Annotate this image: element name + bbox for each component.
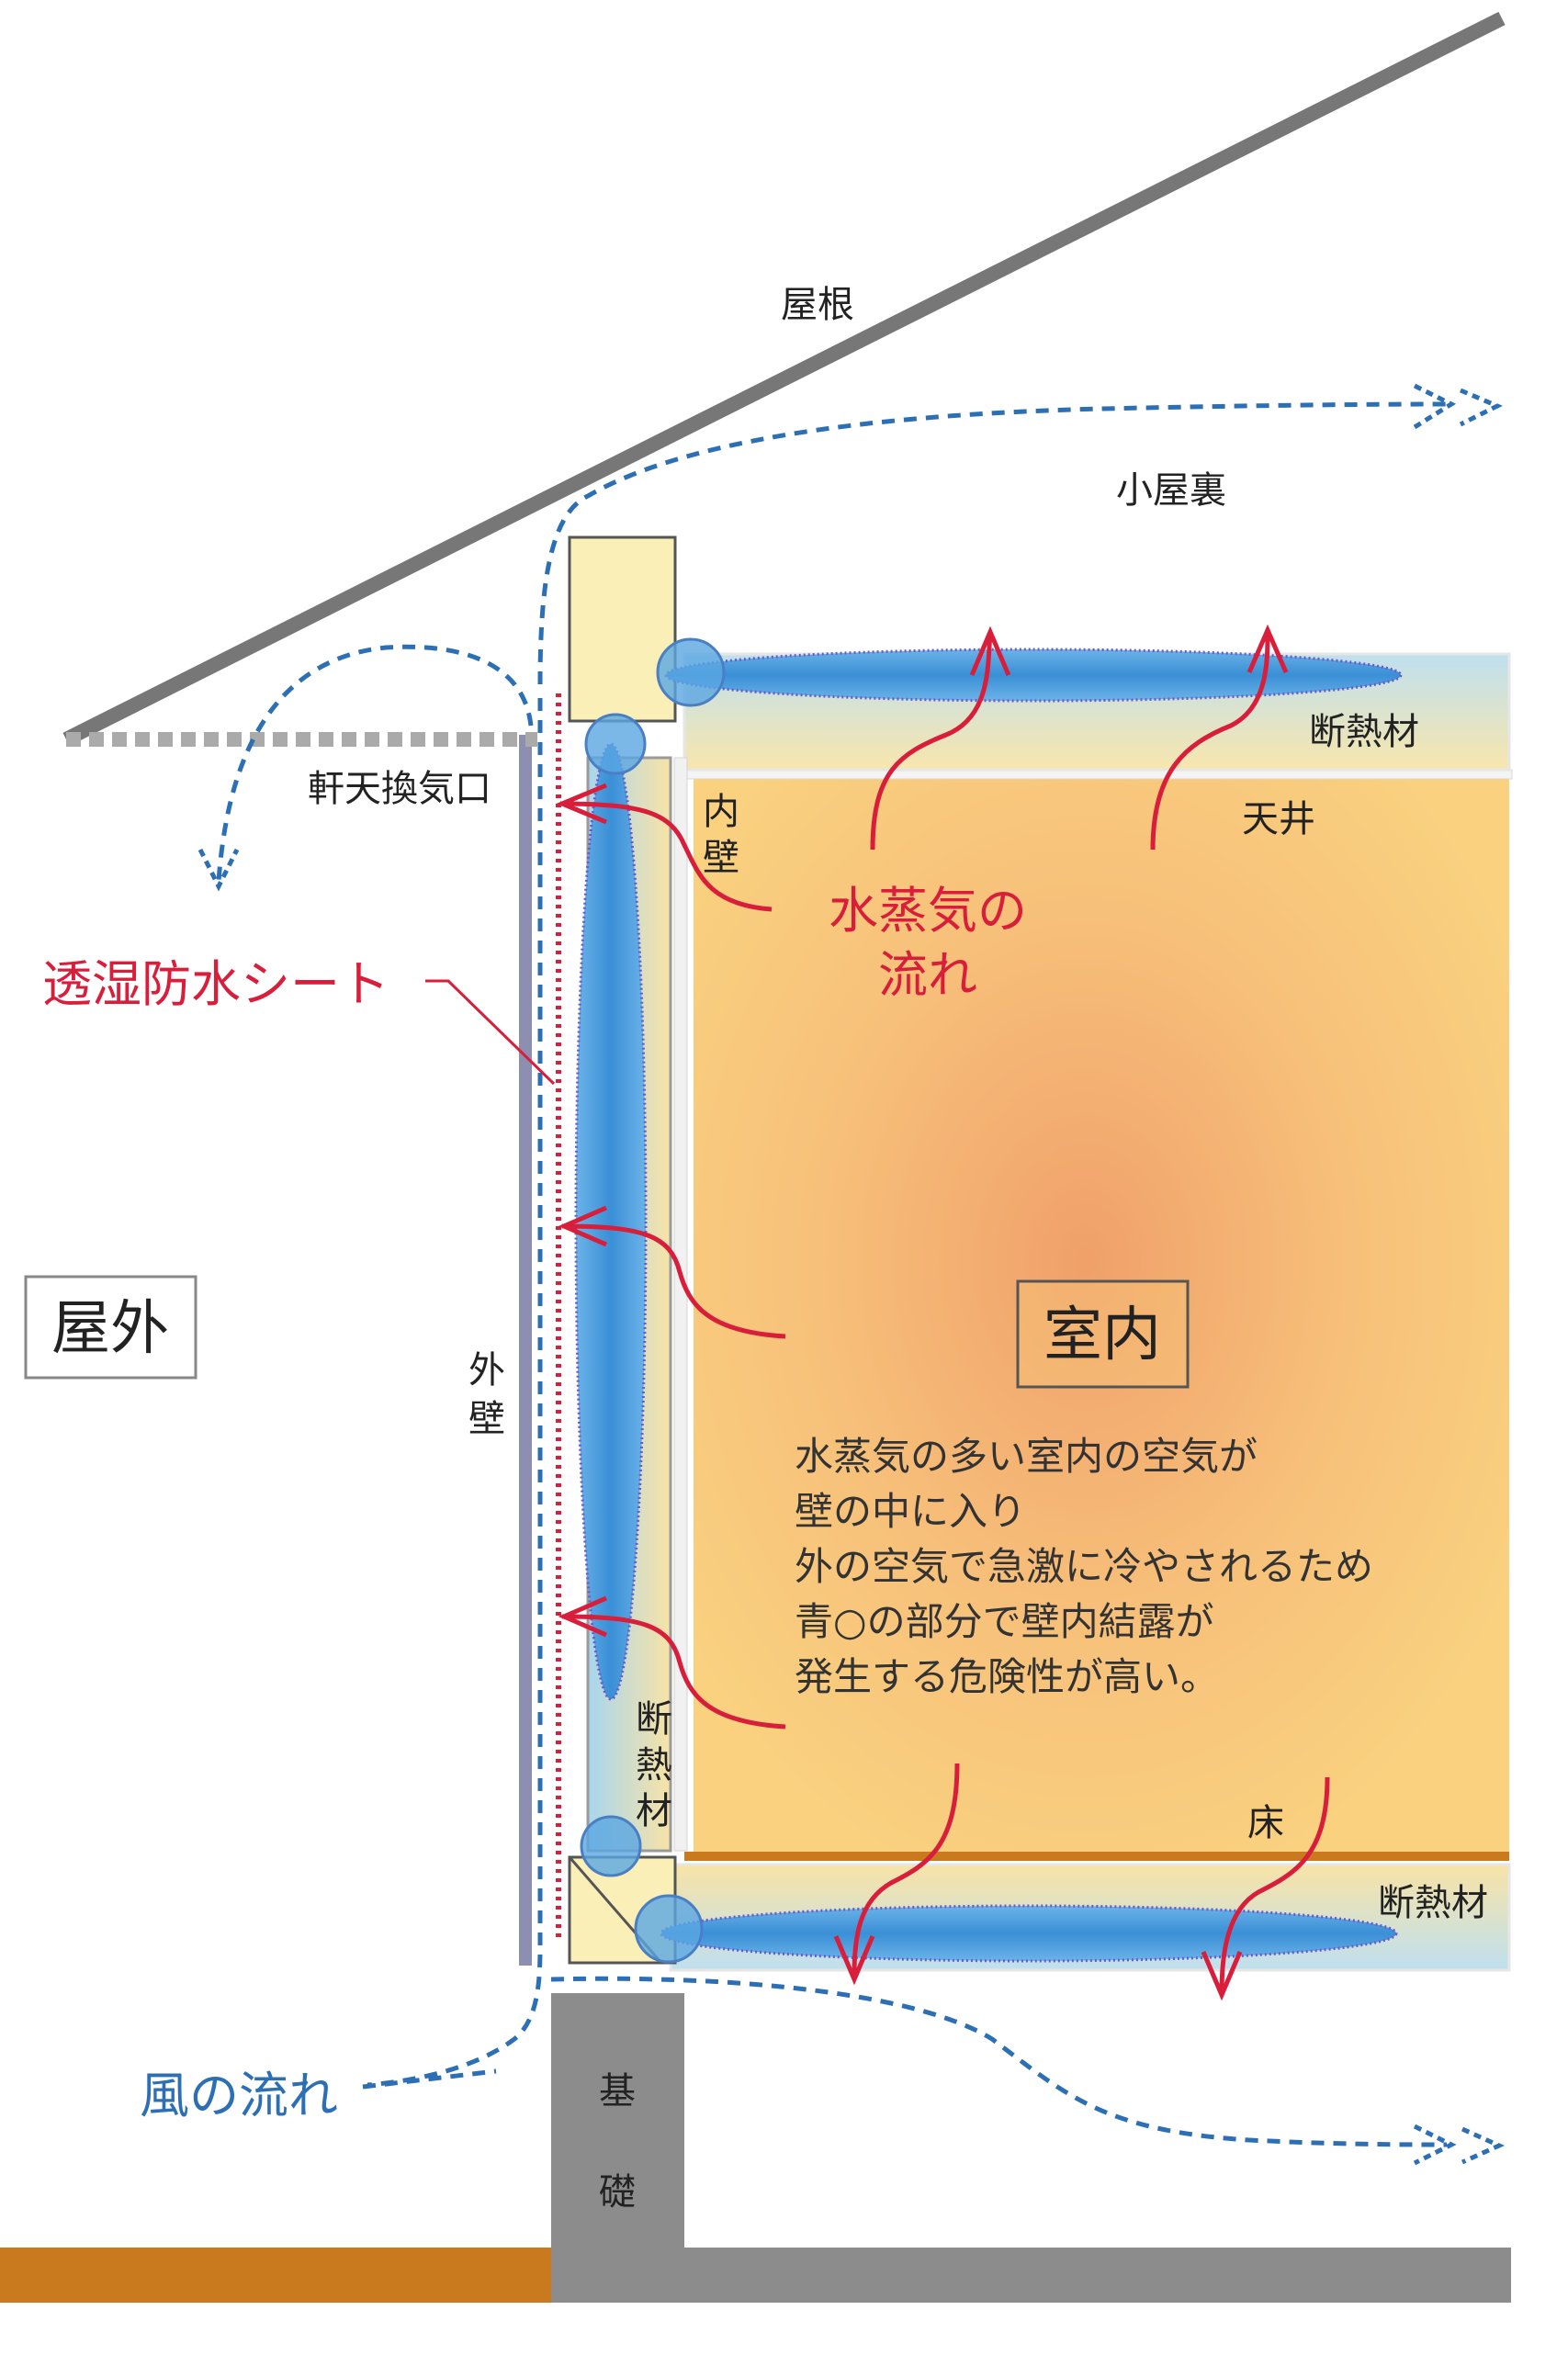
note-line-3: 外の空気で急激に冷やされるため [795,1544,1373,1589]
condensation-circle-bottom-right [634,1894,704,1964]
note-line-4: 青○の部分で壁内結露が [795,1599,1214,1644]
foundation-label-1: 基 [599,2070,636,2113]
outdoor-label: 屋外 [51,1295,169,1363]
wind-flow-wall [367,698,543,2088]
vapor-flow-label-1: 水蒸気の [829,882,1027,940]
wall-insulation-label-2: 熱 [636,1744,672,1786]
vapor-arrow-wall-top [559,801,773,912]
vapor-arrow-floor-right [1219,1776,1330,1994]
ceiling-insulation-label: 断熱材 [1309,711,1419,753]
ground-right [684,2248,1511,2303]
roof-label: 屋根 [781,284,854,326]
outdoor-label-box [24,1275,197,1380]
inner-wall [673,757,688,1852]
foundation-label-2: 礎 [599,2171,636,2214]
eave-vent-label: 軒天換気口 [308,768,491,810]
vapor-flow-label-2: 流れ [878,946,977,1004]
wind-flow-arrow-eave [197,848,240,892]
vapor-arrow-wall-bottom [561,1614,786,1730]
condensation-circle-top-right [656,637,726,707]
wall-insulation-label-3: 材 [636,1790,672,1832]
outer-wall [519,735,532,1966]
floor-insulation-label: 断熱材 [1378,1882,1488,1924]
note-line-2: 壁の中に入り [795,1489,1026,1534]
vapor-arrowhead-wall-middle [558,1205,607,1247]
ground-left [0,2248,551,2303]
vapor-arrowhead-wall-bottom [558,1595,607,1638]
ceiling-label: 天井 [1242,798,1315,840]
breathable-sheet-leader [425,979,556,1086]
wind-flow-under-floor [550,1976,1448,2147]
vapor-arrowhead-floor-left [833,1935,875,1986]
roof [62,11,1506,747]
wind-flow-eave [216,644,534,883]
indoor-label-box [1016,1279,1190,1389]
vapor-arrowhead-ceiling-right [1247,624,1289,673]
wind-flow-arrow-floor [1413,2124,1506,2166]
vapor-arrowhead-wall-top [556,783,607,825]
note-line-5: 発生する危険性が高い。 [795,1654,1219,1699]
outer-wall-label-2: 壁 [468,1398,505,1440]
wind-flow-attic [537,401,1452,685]
vapor-arrow-ceiling-left [870,633,993,851]
condensation-ceiling [664,648,1403,703]
condensation-floor [660,1904,1398,1963]
vapor-arrow-wall-middle [561,1223,786,1339]
floor-label: 床 [1247,1802,1284,1844]
wind-flow-label: 風の流れ [140,2067,338,2124]
top-beam [568,535,677,723]
vapor-arrow-floor-left [852,1763,960,1976]
floor-board [684,1852,1509,1861]
vapor-arrow-ceiling-right [1150,631,1270,851]
inner-wall-label-2: 壁 [703,837,739,879]
attic-label: 小屋裏 [1116,469,1226,512]
foundation [551,1993,684,2303]
indoor-room [694,779,1509,1854]
condensation-circle-top-left [584,713,647,775]
vapor-arrowhead-floor-right [1201,1951,1243,2001]
condensation-wall [574,742,648,1701]
outer-wall-label-1: 外 [468,1349,505,1392]
indoor-label: 室内 [1043,1301,1161,1369]
vapor-arrowhead-ceiling-left [969,625,1011,676]
note-line-1: 水蒸気の多い室内の空気が [795,1434,1258,1479]
wall-insulation-label-1: 断 [636,1698,672,1741]
wind-flow-label-leader [362,2068,497,2090]
wind-flow-arrow-attic [1413,383,1503,430]
condensation-circle-bottom-left [580,1815,642,1877]
breathable-sheet-label: 透湿防水シート [42,955,389,1013]
inner-wall-label-1: 内 [703,791,739,833]
